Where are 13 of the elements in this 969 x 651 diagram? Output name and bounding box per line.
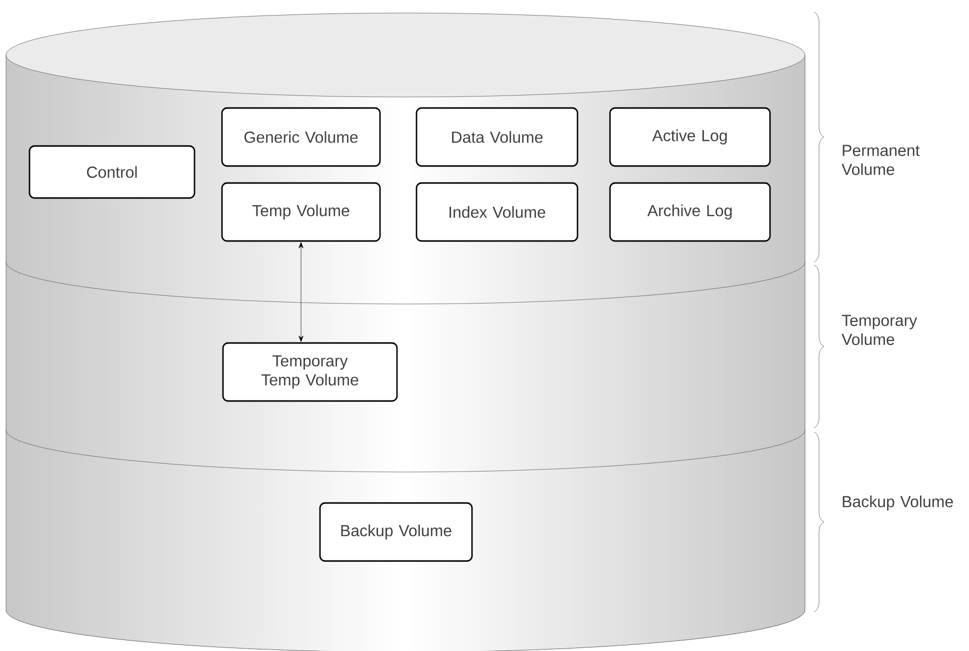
volume-box: Archive Log [609, 182, 771, 242]
volume-box: Generic Volume [221, 107, 381, 167]
volume-box: Active Log [609, 107, 771, 167]
arrow [298, 242, 304, 342]
volume-box: Temp Volume [221, 182, 381, 242]
brace-label: Backup Volume [842, 496, 953, 510]
brace-label: Temporary Volume [842, 314, 918, 346]
volume-box: Control [28, 145, 196, 199]
volume-box: Backup Volume [319, 502, 473, 562]
volume-box: Temporary Temp Volume [222, 342, 398, 402]
volume-box: Index Volume [416, 182, 578, 242]
brace-label: Permanent Volume [842, 144, 920, 176]
volume-box: Data Volume [416, 107, 578, 167]
